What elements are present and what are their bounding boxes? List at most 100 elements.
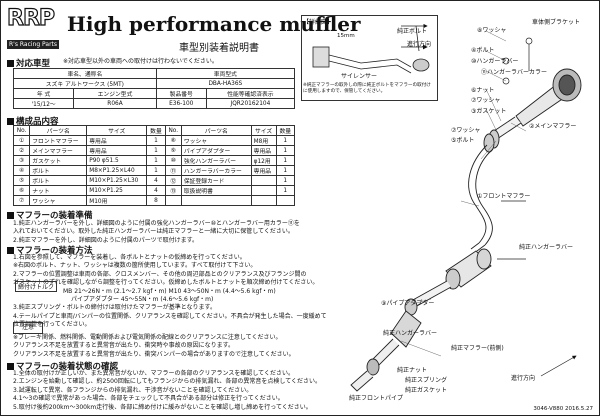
label-orig-gasket: 純正ガスケット (405, 387, 448, 394)
part-size (250, 195, 277, 206)
part-no: ② (12, 145, 31, 156)
warning-label: 注意 (13, 322, 43, 334)
product-no: E36-100 (155, 98, 207, 109)
part-size: 専用品 (250, 165, 277, 176)
prep-text: 1.純正ハンガーラバーを外し、詳細図のように付属の強化ハンガーラバー⑩とハンガー… (13, 220, 300, 244)
label-washer-8: ⑧ワッシャ (477, 27, 507, 34)
hdr-car: 車名、通称名 (13, 68, 157, 79)
part-qty: 1 (275, 175, 296, 186)
part-no: ③ (12, 155, 31, 166)
hdr-product: 製品番号 (155, 88, 207, 99)
part-size: M10×P1.25 (86, 185, 148, 196)
label-washer-7b: ⑦ワッシャ (451, 127, 481, 134)
part-name: ボルト (29, 165, 88, 176)
part-name: ワッシャ (180, 135, 252, 146)
part-qty: 1 (146, 135, 166, 146)
hdr-part: パーツ名 (29, 125, 88, 136)
torque-label: 締付けトルク (15, 281, 58, 292)
logo-text: RRP (6, 6, 55, 31)
detail-inset (301, 15, 438, 101)
part-size: φ12用 (250, 155, 277, 166)
engine: R06A (73, 98, 157, 109)
part-no: ⑨ (164, 145, 182, 156)
hdr-size: サイズ (86, 125, 148, 136)
part-qty: 1 (146, 145, 166, 156)
parts-heading: 構成品内容 (7, 115, 59, 127)
inset-dim: 15mm (337, 33, 355, 39)
logo-subtext: R's Racing Parts (7, 40, 60, 49)
part-size: M8×P1.25×L40 (86, 165, 148, 176)
inset-note: ※純正マフラーの取外しの際に純正ボルトをマフラーの取付けに使用しますので、保管し… (303, 83, 431, 94)
part-qty: 1 (275, 135, 296, 146)
part-name: ハンガーラバーカラー (180, 165, 252, 176)
label-orig-nut: 純正ナット (397, 367, 428, 374)
part-size: M10用 (86, 195, 148, 206)
part-name: ガスケット (29, 155, 88, 166)
label-bolt-4: ④ボルト (471, 47, 495, 54)
part-qty: 1 (275, 185, 296, 196)
label-orig-hanger-rubber-2: 純正ハンガーラバー (383, 330, 437, 337)
compat-table: 車名、通称名車両型式 スズキ アルトワークス (5MT)DBA-HA36S 年 … (12, 68, 296, 109)
label-vehicle-bracket: 車体側ブラケット (532, 19, 581, 26)
part-name: 強化ハンガーラバー (180, 155, 252, 166)
hdr-qty: 数量 (275, 125, 296, 136)
cert-no: JQR20162104 (205, 98, 296, 109)
part-size (250, 175, 277, 186)
part-qty: 8 (146, 195, 166, 206)
inset-bolt-label: 純正ボルト (397, 28, 428, 35)
page-title: High performance muffler (67, 12, 361, 36)
hdr-qty: 数量 (146, 125, 166, 136)
part-size: M10×P1.25×L30 (86, 175, 148, 186)
install-heading: マフラーの装着方法 (7, 244, 93, 256)
inset-silencer: サイレンサー (341, 73, 378, 80)
part-no: ⑧ (164, 135, 182, 146)
label-nut-6: ⑥ナット (471, 87, 495, 94)
part-name: フロントマフラー (29, 135, 88, 146)
part-qty: 1 (275, 155, 296, 166)
part-name: ワッシャ (29, 195, 88, 206)
part-qty: 4 (146, 185, 166, 196)
label-hanger-rubber: ⑩ハンガーラバー (471, 58, 519, 65)
part-size: 専用品 (250, 145, 277, 156)
part-no: ⑬ (164, 185, 182, 196)
part-name (180, 195, 252, 206)
part-qty: 1 (146, 165, 166, 176)
part-size: P90 φ51.5 (86, 155, 148, 166)
check-text: 1.全体の取付けが正しいか、また異常音がないか、マフラーの各部のクリアランスを確… (13, 370, 322, 411)
hdr-part: パーツ名 (180, 125, 252, 136)
part-size: 専用品 (86, 145, 148, 156)
part-no: ⑥ (12, 185, 31, 196)
part-name: 保証登録カード (180, 175, 252, 186)
prep-heading: マフラーの装着準備 (7, 209, 93, 221)
label-washer-7: ⑦ワッシャ (471, 97, 501, 104)
label-pipe-adapter: ⑨パイプアダプター (381, 300, 435, 307)
hdr-size: サイズ (250, 125, 277, 136)
warning-text: ※ブレーキ関係、燃料関係、電動関係および電気関係の配線とのクリアランスに注意して… (13, 334, 295, 358)
part-no: ⑦ (12, 195, 31, 206)
label-orig-spring: 純正スプリング (405, 377, 448, 384)
part-no (164, 195, 182, 206)
label-orig-muffler: 純正マフラー(前側) (451, 345, 504, 352)
year: '15/12～ (12, 98, 75, 109)
part-no: ⑪ (164, 165, 182, 176)
exhaust-diagram (312, 23, 582, 392)
inset-front-dir: 進行方向 (407, 41, 432, 48)
label-orig-hanger-rubber: 純正ハンガーラバー (519, 244, 573, 251)
hdr-model: 車両型式 (155, 68, 296, 79)
part-qty: 4 (146, 175, 166, 186)
rrp-logo: RRP R's Racing Parts (6, 6, 61, 51)
part-name: メインマフラー (29, 145, 88, 156)
part-qty: 1 (275, 165, 296, 176)
part-size: 専用品 (86, 135, 148, 146)
footer-code: 3046-V880 2016.5.27 (533, 406, 593, 412)
label-bolt-5: ⑤ボルト (451, 137, 475, 144)
install-text: 1.右図を参照して、マフラーを装着し、各ボルトとナットの仮締めを行ってください。… (13, 254, 327, 329)
part-qty: 1 (146, 155, 166, 166)
